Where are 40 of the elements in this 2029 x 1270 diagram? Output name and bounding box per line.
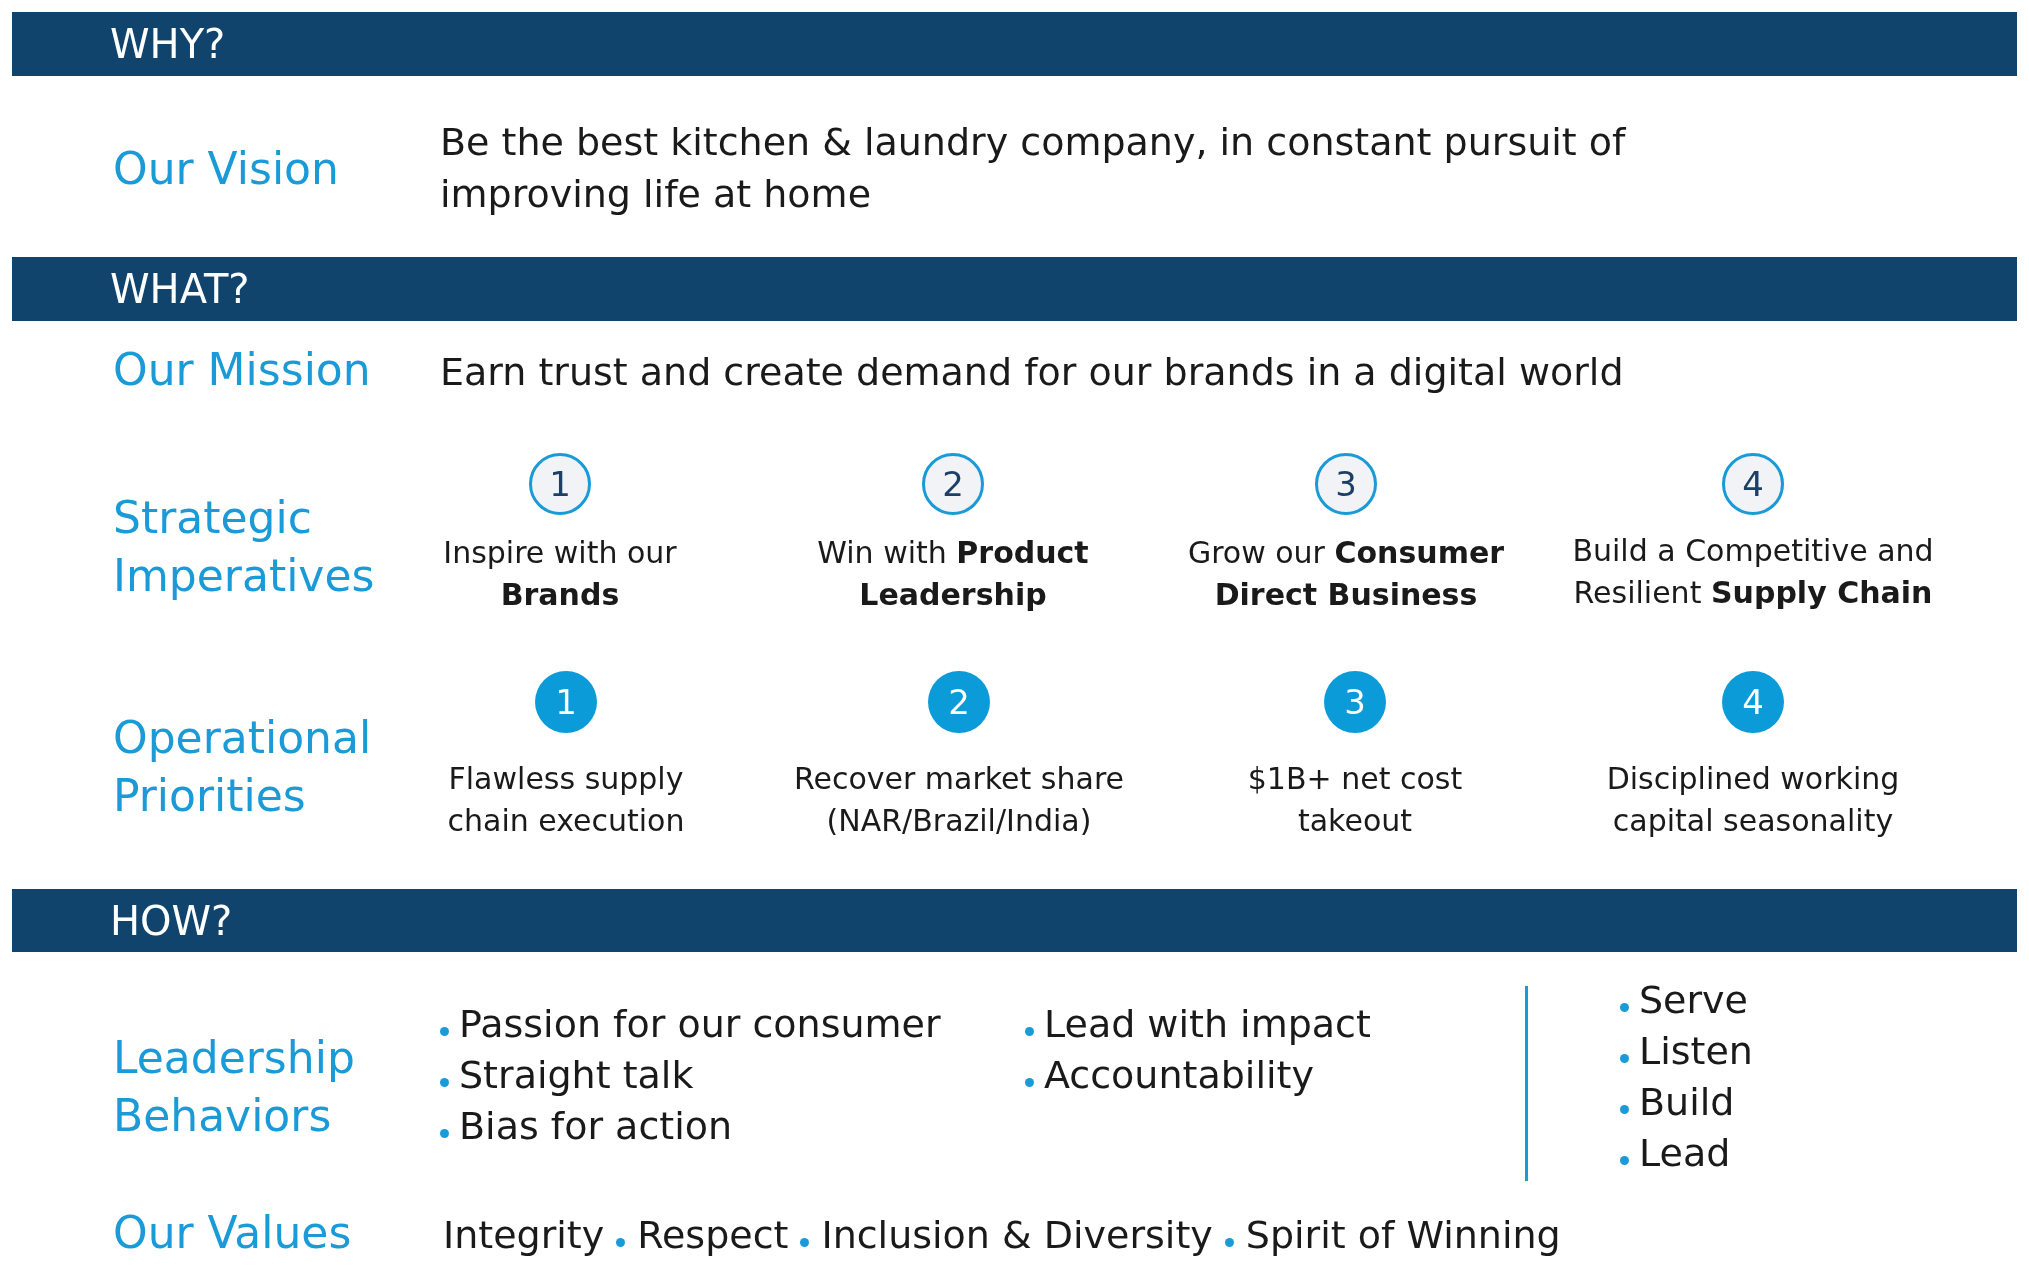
number-circle: 3 [1315, 453, 1377, 515]
number-circle: 1 [529, 453, 591, 515]
list-item-text: Passion for our consumer [459, 1001, 941, 1048]
value-item-text: Respect [637, 1212, 789, 1259]
section-header-bar: WHAT? [12, 257, 2017, 321]
number-circle: 1 [535, 671, 597, 733]
list-item-text: Accountability [1044, 1052, 1314, 1099]
list-item-text: Bias for action [459, 1103, 733, 1150]
number-circle: 2 [922, 453, 984, 515]
row-heading: Strategic Imperatives [113, 491, 376, 603]
list-item-text: Straight talk [459, 1052, 694, 1099]
row-heading: Operational Priorities [113, 711, 373, 823]
number-circle: 2 [928, 671, 990, 733]
caption-text: Disciplined working capital seasonality [1605, 760, 1901, 840]
row-heading: Our Vision [113, 142, 339, 196]
row-heading: Our Mission [113, 343, 371, 397]
number-circle: 4 [1722, 671, 1784, 733]
caption-text: Flawless supply chain execution [446, 760, 686, 840]
caption-text: Recover market share (NAR/Brazil/India) [792, 760, 1125, 840]
vision-statement: Be the best kitchen & laundry company, in constant pursuit of improving life at home [440, 119, 1627, 218]
value-item-text: Integrity [443, 1212, 605, 1259]
section-header-bar: WHY? [12, 12, 2017, 76]
caption-text: Grow our Consumer Direct Business [1186, 534, 1506, 614]
list-item-text: Listen [1639, 1028, 1753, 1075]
list-item-text: Serve [1639, 977, 1748, 1024]
number-circle: 4 [1722, 453, 1784, 515]
caption-text: Build a Competitive and Resilient Supply Chain [1571, 532, 1935, 612]
mission-statement: Earn trust and create demand for our brands in a digital world [440, 349, 1624, 396]
list-item-text: Build [1639, 1079, 1735, 1126]
row-heading: Leadership Behaviors [113, 1031, 356, 1143]
list-item-text: Lead with impact [1044, 1001, 1371, 1048]
section-header-bar: HOW? [12, 889, 2017, 952]
row-heading: Our Values [113, 1206, 352, 1260]
value-item-text: Inclusion & Diversity [821, 1212, 1213, 1259]
caption-text: $1B+ net cost takeout [1246, 760, 1464, 840]
caption-text: Inspire with our Brands [442, 534, 678, 614]
number-circle: 3 [1324, 671, 1386, 733]
value-item-text: Spirit of Winning [1245, 1212, 1561, 1259]
caption-text: Win with Product Leadership [816, 534, 1090, 614]
list-item-text: Lead [1639, 1130, 1731, 1177]
